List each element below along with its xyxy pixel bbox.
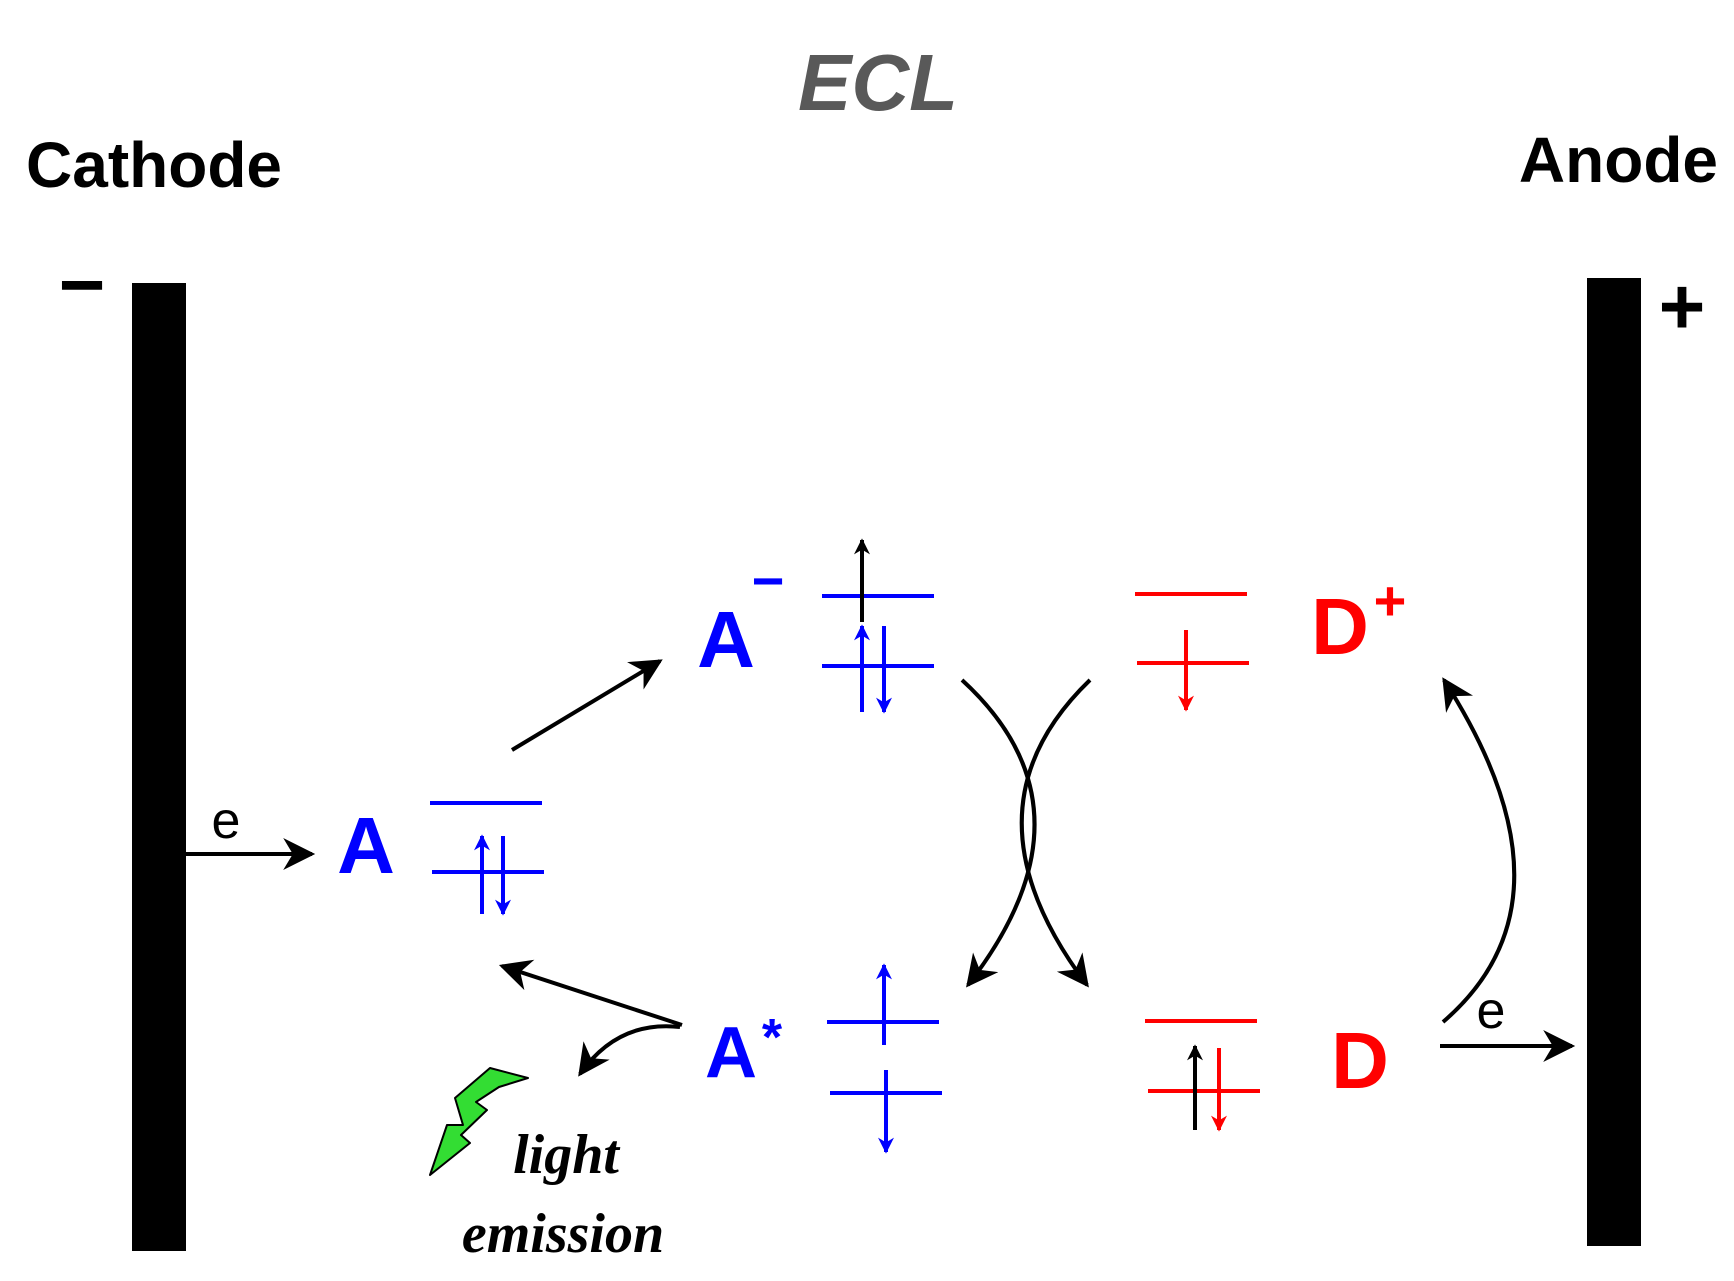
species-d-label: D [1331, 1016, 1389, 1105]
species-d-orbitals [1145, 1019, 1260, 1132]
emission-arrow [578, 1024, 681, 1077]
cathode-sign: − [59, 240, 106, 329]
species-a-orbitals [430, 801, 544, 916]
arrow-d-to-d-plus [1441, 677, 1517, 1024]
species-a-minus-label: A [697, 595, 755, 684]
species-a-star-orbitals [827, 963, 942, 1154]
arrow-a-star-to-a [498, 959, 683, 1027]
species-a-label: A [337, 801, 395, 890]
anode-sign: + [1659, 262, 1706, 351]
emission-text-line2: emission [462, 1203, 664, 1265]
cathode-label: Cathode [26, 129, 282, 201]
species-a-minus-charge: − [752, 549, 785, 612]
diagram-title: ECL [798, 38, 958, 127]
annihilation-arrow-right [1019, 678, 1092, 988]
annihilation-arrow-left [960, 678, 1037, 988]
anode-electrode [1587, 278, 1641, 1246]
arrow-a-to-a-minus [510, 659, 663, 752]
species-a-star-label: A [705, 1013, 757, 1093]
species-a-star-mark: * [762, 1009, 783, 1067]
emission-text-line1: light [513, 1124, 620, 1186]
species-d-plus-charge: + [1374, 569, 1407, 632]
cathode-electrode [132, 283, 186, 1251]
species-a-minus-orbitals [822, 538, 934, 714]
anode-electron-label: e [1477, 982, 1506, 1040]
species-d-plus-orbitals [1135, 592, 1249, 712]
cathode-electron-label: e [212, 792, 241, 850]
anode-label: Anode [1519, 124, 1718, 196]
species-d-plus-label: D [1311, 582, 1369, 671]
lightning-bolt-icon [429, 1067, 529, 1176]
